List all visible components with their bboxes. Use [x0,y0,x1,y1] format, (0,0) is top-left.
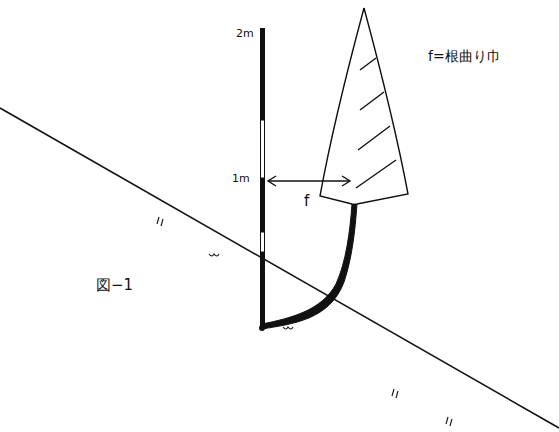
figure-caption-holder: 図−1 [96,276,133,294]
ground-slope [0,108,559,428]
measuring-pole [259,28,265,331]
grass-marks [157,217,452,426]
tree-trunk [262,204,357,329]
figure-caption: 図−1 [96,276,133,294]
legend-note: f=根曲り巾 [428,48,501,64]
scale-mark-holder: 2m [236,23,254,41]
dimension-symbol-holder: f [304,192,309,210]
scale-mark: 1m [232,172,250,185]
tree-crown [320,8,408,204]
scale-mark-holder: 1m [232,168,250,186]
legend-note-holder: f=根曲り巾 [428,47,501,65]
dimension-arrow [268,176,350,186]
dimension-symbol: f [304,192,309,210]
scale-mark: 2m [236,27,254,40]
